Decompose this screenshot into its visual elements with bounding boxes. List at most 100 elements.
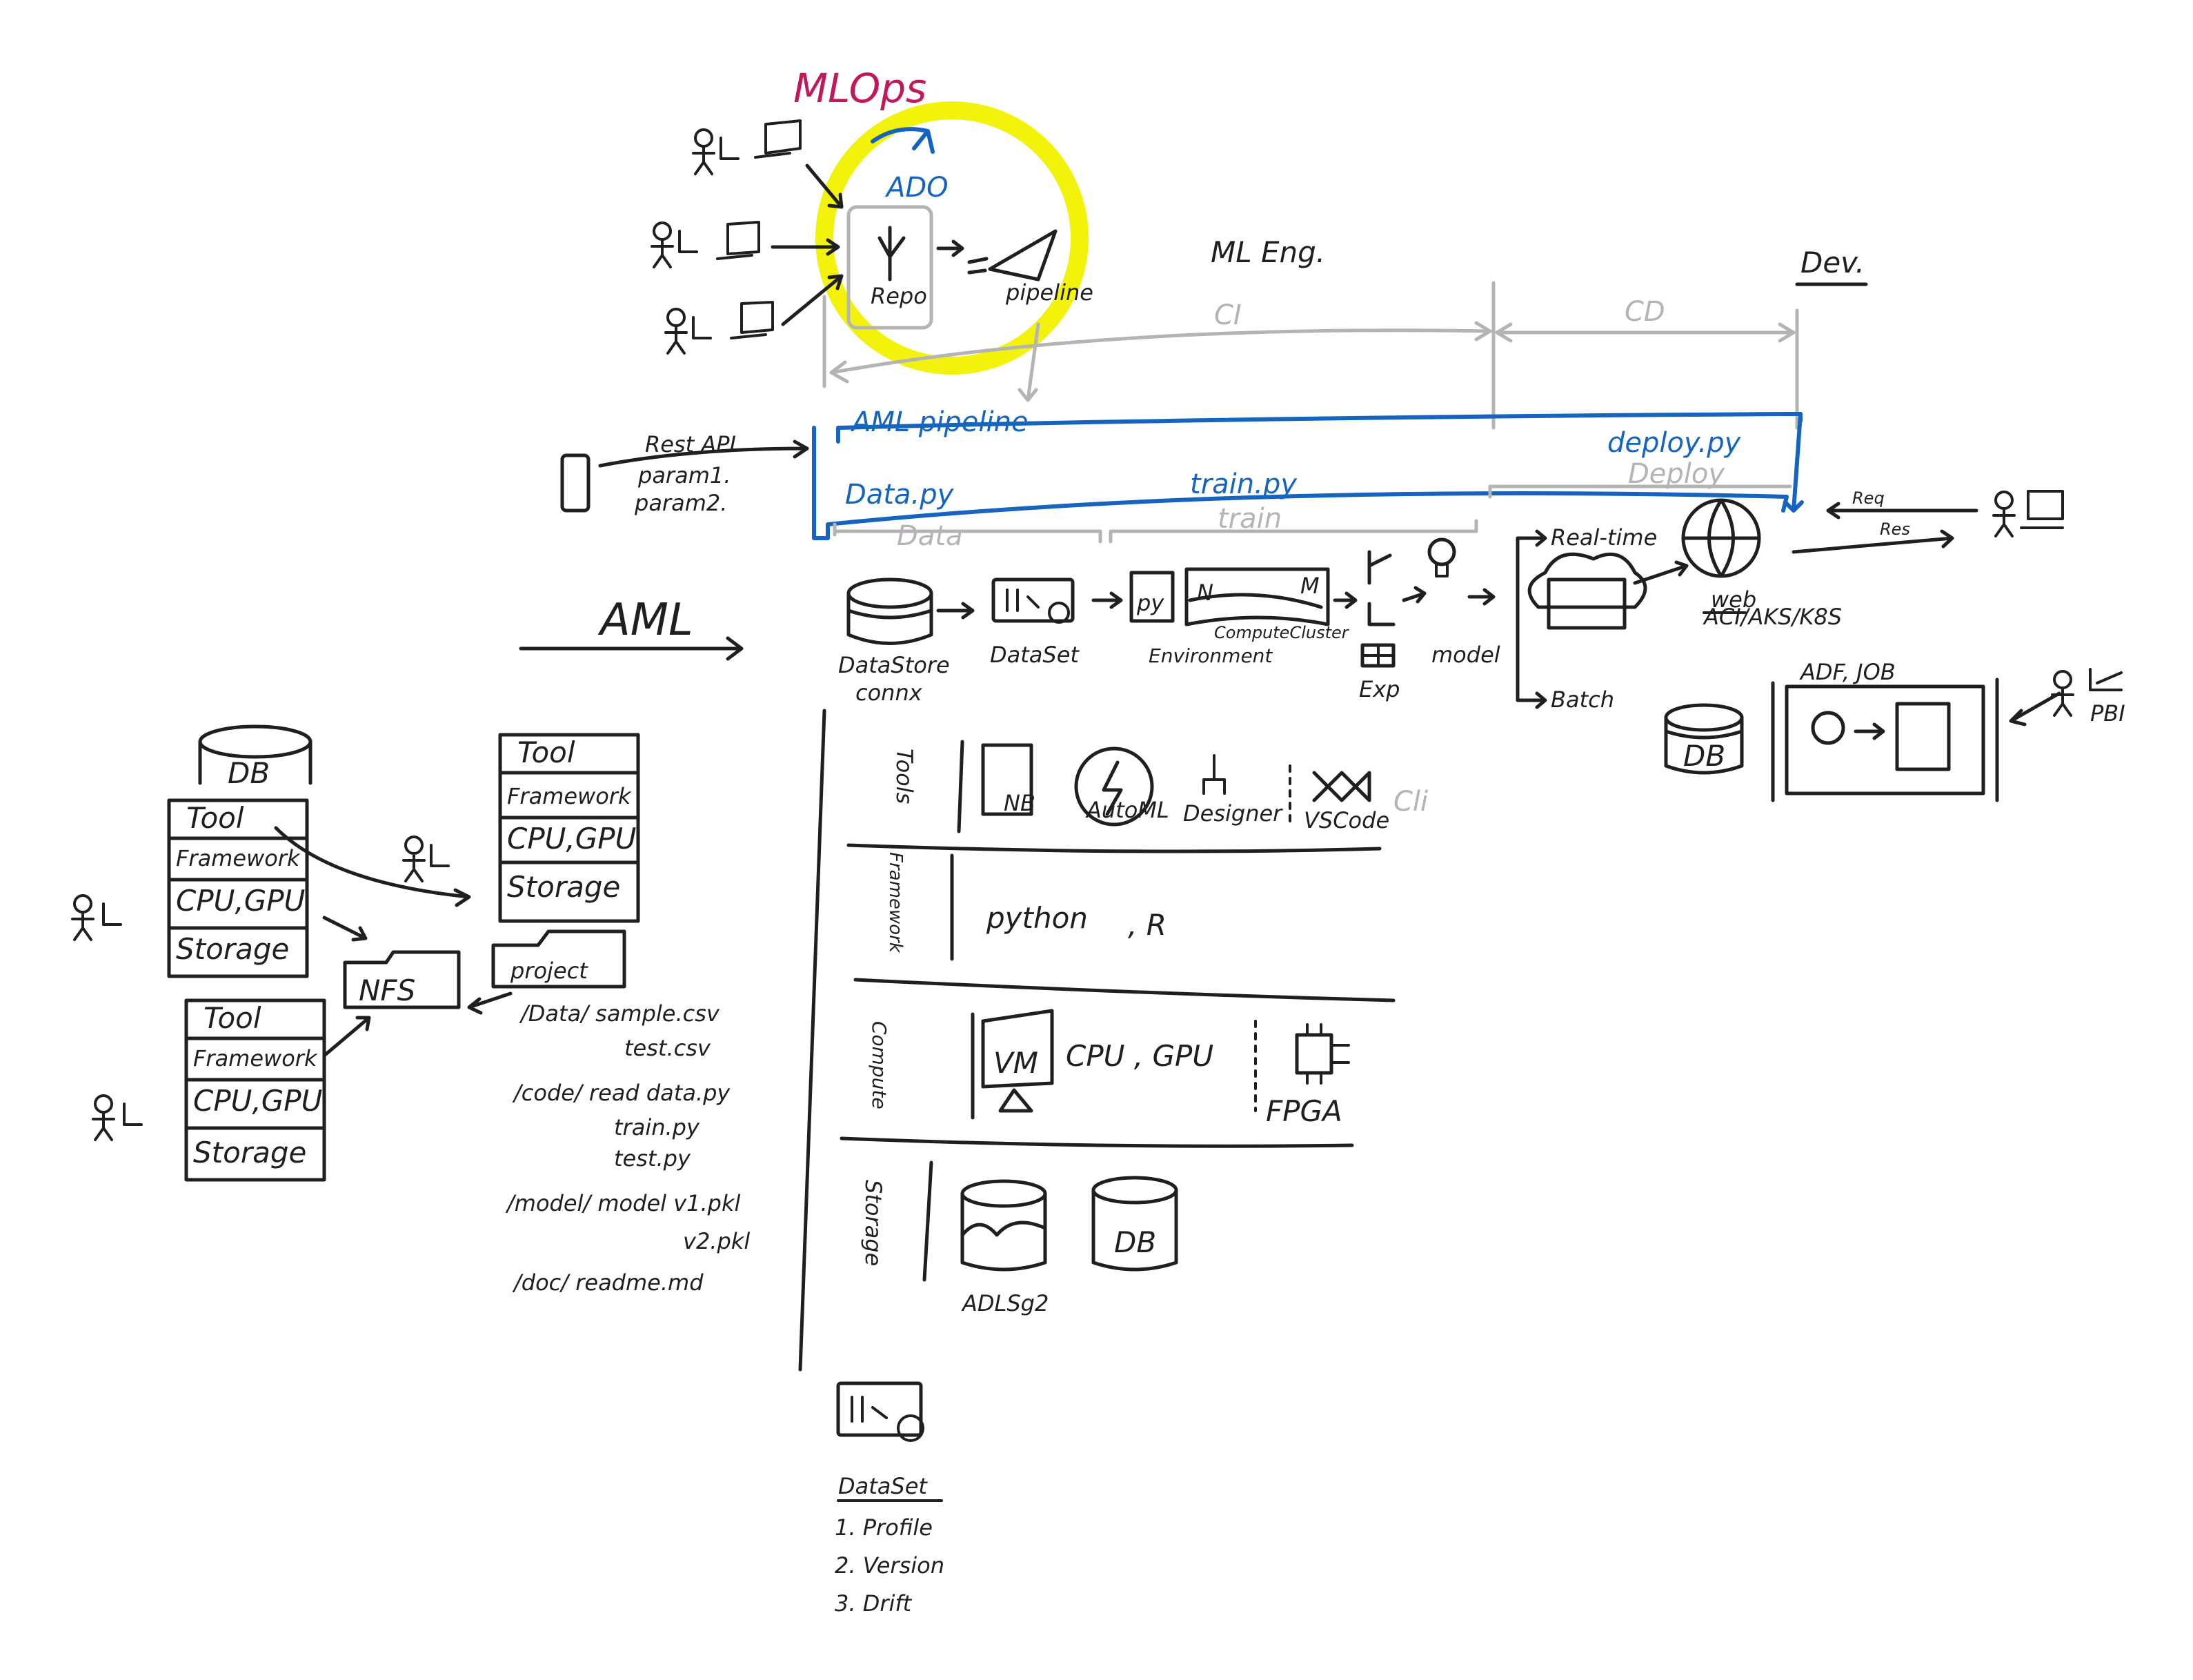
laptop-icon [730, 301, 774, 339]
storage-db-label: DB [1114, 1225, 1156, 1259]
res-arrow [1792, 529, 1954, 554]
r-label: , R [1128, 908, 1167, 942]
nb-label: NB [1004, 790, 1035, 816]
notebook-icon [981, 743, 1033, 816]
ci-label: CI [1214, 299, 1242, 331]
batch-node: DB ADF, JOB PBI [1664, 659, 2125, 802]
dataset-note-drift: 3. Drift [835, 1590, 913, 1617]
branch-icon [877, 226, 906, 281]
db-icon [198, 724, 312, 759]
stack-2-framework: Framework [507, 783, 632, 809]
exp-label: Exp [1359, 676, 1400, 702]
batch-label: Batch [1551, 686, 1614, 713]
magnifier-icon [1048, 602, 1070, 624]
stack-1-tool: Tool [186, 801, 244, 835]
m-label: M [1300, 573, 1320, 599]
developer-1 [692, 119, 844, 209]
compute-heading: Compute [868, 1021, 891, 1109]
py-box [1129, 571, 1175, 623]
datastore-icon [846, 577, 933, 609]
batch-db-icon [1664, 703, 1744, 732]
rest-api-arrow [598, 439, 809, 468]
mlops-highlight-circle [815, 101, 1089, 375]
file-code-train: train.py [614, 1114, 700, 1140]
laptop-icon [716, 221, 760, 260]
developer-2 [651, 221, 840, 268]
batch-db-label: DB [1683, 739, 1725, 773]
adf-frame [1771, 678, 1999, 802]
file-list: /Data/ sample.csv test.csv /code/ read d… [505, 1000, 750, 1296]
aml-label: AML [597, 595, 693, 646]
web-label: web [1711, 586, 1756, 613]
stack-2-frame [498, 733, 640, 923]
pbi-label: PBI [2090, 700, 2125, 727]
stack-1-storage: Storage [176, 932, 289, 966]
designer-icon [1202, 754, 1226, 795]
legacy-stacks: DB Tool Framework CPU,GPU Storage Tool F… [71, 724, 750, 1296]
stack-3-frame [184, 998, 326, 1182]
tools-row: Tools NB AutoML Designer VSCode Cli [891, 740, 1428, 833]
cloud-icon [1527, 552, 1647, 609]
res-label: Res [1880, 520, 1910, 539]
stack-3-tool: Tool [204, 1001, 261, 1035]
stage-deploy-bracket [1488, 484, 1792, 499]
tools-heading: Tools [891, 749, 917, 804]
environment-node: py N M ComputeCluster Environment [1129, 567, 1350, 667]
cpu-gpu-label: CPU , GPU [1066, 1039, 1213, 1073]
repo-box [846, 205, 933, 330]
adls-label: ADLSg2 [961, 1290, 1049, 1316]
pbi-chart-icon [2089, 668, 2123, 691]
pipeline-rocket-icon [967, 229, 1058, 281]
fpga-chip-icon [1295, 1033, 1333, 1075]
laptop-icon [2027, 490, 2064, 520]
aml-flow: AML DataStore connx DataSet py N M Compu… [519, 488, 2125, 802]
dev1-arrow [805, 164, 844, 209]
connx-label: connx [855, 680, 923, 706]
developer-3 [664, 274, 844, 355]
person-icon [404, 836, 424, 855]
laptop-icon [754, 119, 802, 159]
req-arrow [1826, 502, 1978, 520]
framework-divider [853, 978, 1396, 1002]
ci-cd-section: ML Eng. Dev. CI CD [822, 235, 1868, 430]
adls-icon [960, 1179, 1047, 1208]
model-label: model [1431, 642, 1500, 668]
stack-3-framework: Framework [193, 1045, 318, 1071]
tools-divider [846, 843, 1382, 853]
magnifier-icon [897, 1414, 924, 1442]
adf-output-icon [1895, 702, 1951, 771]
datastore-to-dataset-arrow [936, 602, 975, 620]
rest-api-label: Rest API [645, 431, 736, 457]
cd-label: CD [1625, 296, 1665, 328]
ml-eng-label: ML Eng. [1211, 235, 1325, 269]
env-to-model-arrow [1333, 591, 1358, 609]
nfs-node: NFS project [343, 929, 626, 1015]
dataset-node: DataSet [990, 577, 1080, 668]
file-data-sample: /Data/ sample.csv [519, 1000, 720, 1027]
project-label: project [510, 958, 588, 984]
param1-label: param1. [637, 462, 731, 488]
stage-train-bracket [1109, 519, 1478, 544]
aml-pipeline-title: AML pipeline [850, 406, 1029, 438]
file-model-v1: /model/ model v1.pkl [505, 1190, 741, 1216]
storage-db-icon [1091, 1176, 1178, 1205]
db-to-stack-arrow [274, 826, 471, 907]
stack-1-frame [167, 798, 309, 978]
realtime-to-web-arrow [1633, 560, 1689, 585]
stack-1-framework: Framework [176, 845, 301, 871]
model-arrow [1467, 588, 1496, 606]
stage-deploy-label: Deploy [1628, 458, 1725, 490]
project-folder-icon [491, 929, 626, 989]
aml-arrow [519, 636, 744, 661]
deployment-node: Real-time Batch web ACI/AKS/K8S Req Res [1516, 488, 2064, 713]
exp-arrow [1402, 586, 1427, 604]
file-code-test: test.py [614, 1145, 691, 1172]
ado-label: ADO [884, 172, 949, 204]
vm-icon [981, 1009, 1054, 1113]
stage-data-bracket [833, 522, 1102, 544]
framework-heading: Framework [885, 852, 906, 953]
vscode-icon [1312, 771, 1371, 802]
stack-2-tool: Tool [517, 735, 575, 769]
dev3-arrow [781, 274, 844, 326]
n-label: N [1197, 580, 1213, 606]
